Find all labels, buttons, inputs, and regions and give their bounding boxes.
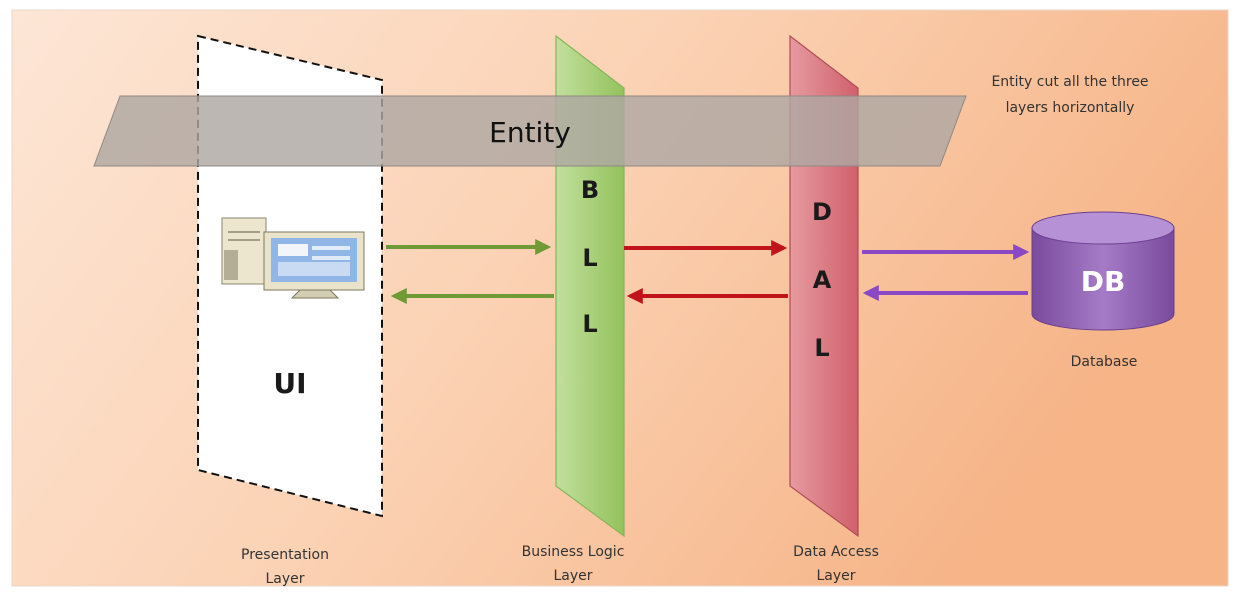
database-cylinder-icon bbox=[1031, 211, 1175, 331]
presentation-caption-line1: Presentation bbox=[241, 547, 329, 563]
computer-icon bbox=[221, 217, 365, 299]
entity-band bbox=[93, 95, 967, 167]
bll-letter-l2: L bbox=[582, 310, 597, 338]
bll-letter-l1: L bbox=[582, 244, 597, 272]
ui-label: UI bbox=[273, 367, 306, 400]
entity-label: Entity bbox=[489, 116, 571, 149]
entity-note-line2: layers horizontally bbox=[1006, 100, 1135, 116]
dal-caption-line2: Layer bbox=[816, 568, 855, 584]
dal-letter-l: L bbox=[814, 334, 829, 362]
entity-note-line1: Entity cut all the three bbox=[991, 74, 1148, 90]
db-label: DB bbox=[1081, 265, 1126, 298]
dal-letter-d: D bbox=[812, 198, 832, 226]
dal-caption-line1: Data Access bbox=[793, 544, 879, 560]
presentation-caption-line2: Layer bbox=[265, 571, 304, 587]
dal-letter-a: A bbox=[813, 266, 832, 294]
database-caption: Database bbox=[1071, 354, 1138, 370]
bll-caption-line2: Layer bbox=[553, 568, 592, 584]
bll-caption-line1: Business Logic bbox=[522, 544, 625, 560]
bll-letter-b: B bbox=[581, 176, 599, 204]
